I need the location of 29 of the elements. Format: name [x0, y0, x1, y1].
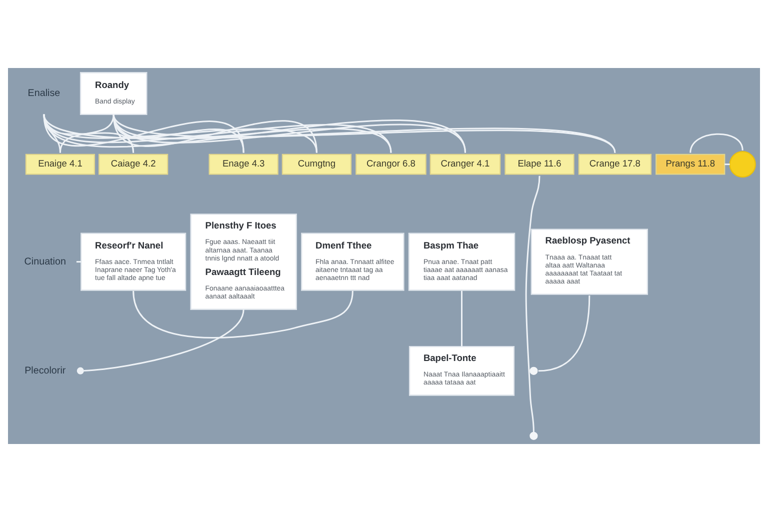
connector	[525, 176, 540, 432]
node-box: Cumgtng	[282, 154, 352, 175]
connector	[43, 114, 244, 153]
connector	[461, 290, 462, 347]
node-text: Cinuation	[24, 256, 66, 268]
node-box: Crangor 6.8	[356, 154, 426, 175]
node-text: Enalise	[28, 88, 60, 100]
node-circle	[729, 150, 756, 178]
node-box: Caiage 4.2	[98, 154, 168, 175]
connector	[43, 114, 466, 154]
node-circle	[530, 366, 538, 375]
node-box: Crange 17.8	[578, 154, 652, 175]
connector	[59, 114, 114, 153]
node-box: Enage 4.3	[208, 154, 278, 175]
node-box: Enaige 4.1	[25, 154, 96, 175]
node-text: Plecolorir	[24, 366, 66, 377]
connector	[132, 290, 354, 338]
node-circle	[530, 432, 538, 440]
connector	[43, 114, 318, 154]
connector	[43, 114, 392, 154]
connector	[690, 133, 744, 153]
connector	[724, 164, 730, 166]
connector	[112, 114, 466, 154]
node-box: Cranger 4.1	[430, 154, 501, 175]
connector	[538, 295, 590, 372]
connector	[76, 309, 244, 374]
connector	[76, 261, 82, 263]
node-box: Elape 11.6	[504, 154, 574, 175]
node-box: Prangs 11.8	[656, 154, 726, 175]
